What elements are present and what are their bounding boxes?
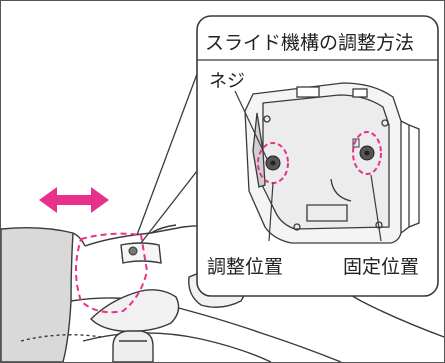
inset-panel: スライド機構の調整方法 ネジ 調整位置 固定位置 <box>196 15 439 297</box>
callout-lines <box>136 73 198 244</box>
fixed-position-highlight <box>352 131 382 175</box>
inset-title: スライド機構の調整方法 <box>205 32 414 54</box>
screw-label: ネジ <box>209 71 245 92</box>
mount-bracket <box>244 82 420 244</box>
slide-knob-small <box>128 246 138 256</box>
left-seat-panel <box>1 226 74 362</box>
console-knob <box>112 330 154 362</box>
interior-scene <box>1 224 444 362</box>
adjust-position-label: 調整位置 <box>207 256 283 278</box>
double-arrow-icon <box>39 187 109 213</box>
fixed-position-label: 固定位置 <box>343 256 419 278</box>
highlight-slide-area <box>75 232 149 314</box>
label-leaders <box>234 90 382 242</box>
